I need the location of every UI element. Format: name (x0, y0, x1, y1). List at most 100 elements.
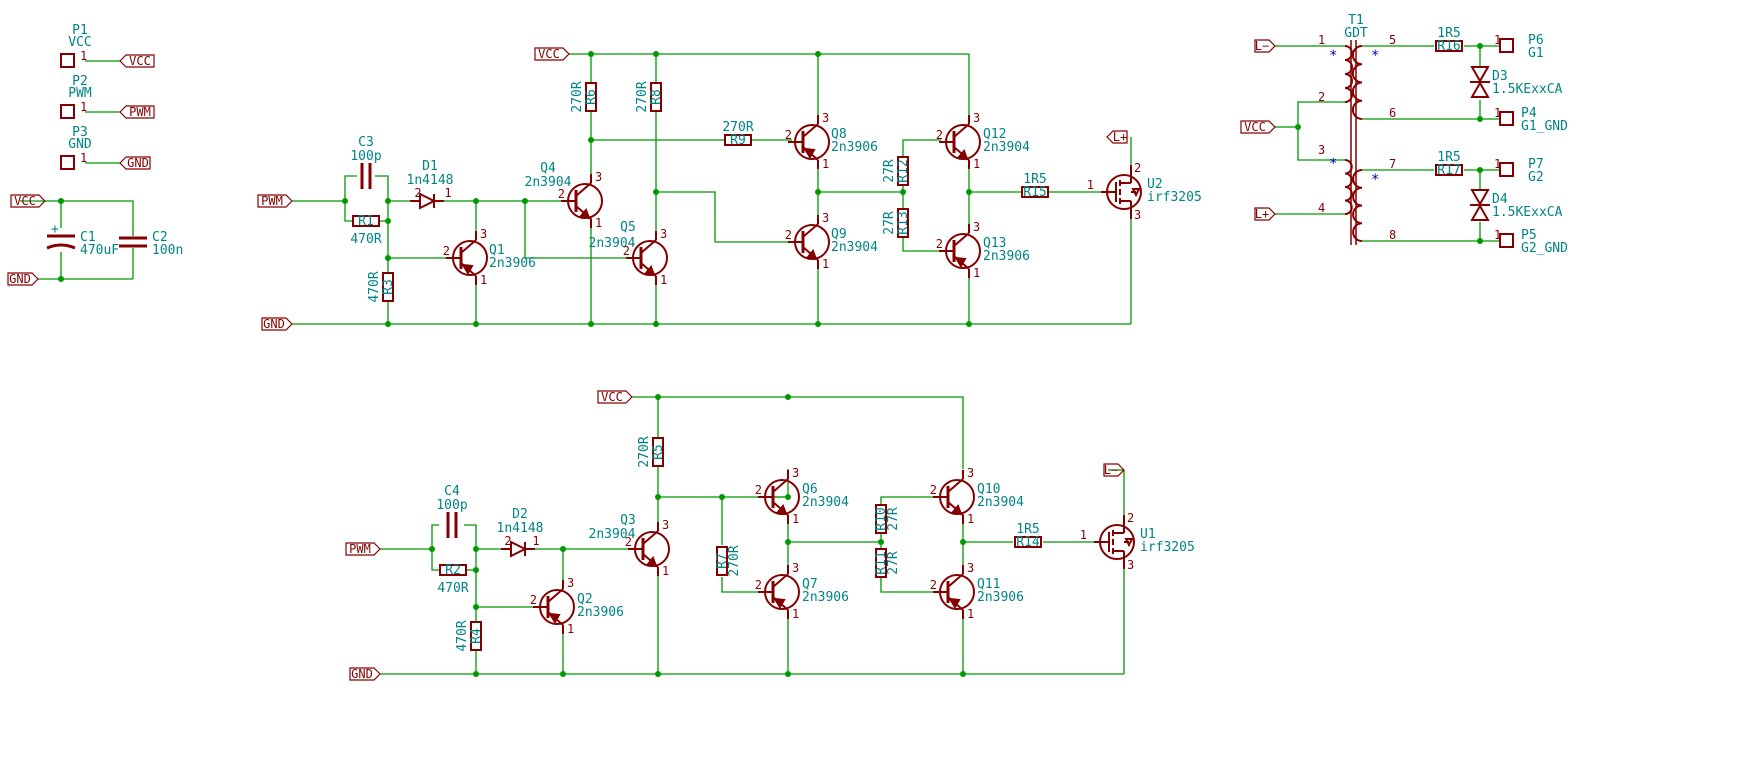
text-pin_numbers-one: 1 (660, 273, 667, 287)
text-transformer-value: GDT (1344, 26, 1368, 41)
text-pin_numbers-one: 1 (444, 186, 451, 200)
text-connectors-p1-ref: P1 (72, 23, 88, 38)
text-pin_numbers-one: 1 (532, 534, 539, 548)
text-resistors-r11-value: 27R (886, 551, 901, 575)
tvs-body (1470, 189, 1490, 207)
resistor-body (1021, 186, 1049, 198)
text-mosfets-u1-ref: U1 (1140, 527, 1156, 542)
wire (656, 191, 792, 243)
net-label-text-vcc: VCC (1244, 120, 1266, 134)
junction-dot (560, 671, 566, 677)
text-transistors-q7-ref: Q7 (802, 577, 818, 592)
text-mosfets-u1-value: irf3205 (1140, 540, 1195, 555)
text-pin_numbers-three: 3 (660, 227, 667, 241)
junction-dot (960, 671, 966, 677)
text-pin_numbers-one: 1 (80, 100, 87, 114)
transistor-arrow (644, 265, 656, 277)
transistor-lead (953, 232, 970, 247)
junction-dot (966, 189, 972, 195)
text-pin_numbers-one: 1 (792, 607, 799, 621)
net-label-text-gnd: GND (127, 156, 149, 170)
polarity-plus: + (51, 222, 59, 237)
text-transformer-pins-6: 7 (1389, 157, 1396, 171)
text-caps-c3-value: 100p (350, 149, 381, 164)
connector-pin-box (1499, 111, 1514, 126)
net-label-text-pwm: PWM (129, 105, 151, 119)
text-pin_numbers-three: 3 (792, 561, 799, 575)
transistor-arrow (646, 556, 658, 568)
text-resistors-r15-value: 1R5 (1023, 172, 1046, 187)
text-connectors-p1-value: VCC (68, 35, 91, 50)
resistor-body (470, 621, 482, 651)
text-resistors-r4-value: 470R (455, 620, 470, 651)
text-pin_numbers-one: 1 (1494, 157, 1501, 171)
text-pin_numbers-three: 3 (973, 220, 980, 234)
wire (902, 139, 941, 157)
net-label-vcc (119, 54, 155, 68)
text-transistors-q9-value: 2n3904 (831, 240, 878, 255)
text-diodes-d3-ref: D3 (1492, 69, 1508, 84)
text-connectors-p2-value: PWM (68, 86, 92, 101)
text-diodes-d2-value: 1n4148 (497, 521, 544, 536)
text-caps-c2-value: 100n (152, 243, 183, 258)
text-transformer-pins-4: 5 (1389, 33, 1396, 47)
junction-dot (966, 321, 972, 327)
connector-pin-box (60, 104, 75, 119)
mosfet-diode (1124, 538, 1134, 548)
junction-dot (655, 394, 661, 400)
text-pin_numbers-one: 1 (1494, 33, 1501, 47)
text-resistors-r9-ref: R9 (730, 133, 746, 148)
text-resistors-r16-value: 1R5 (1437, 26, 1460, 41)
transistor-lead (772, 573, 789, 588)
junction-dot (473, 546, 479, 552)
capacitor-plate (46, 243, 76, 250)
transistor-arrow (773, 597, 786, 609)
text-caps-c1-value: 470uF (80, 243, 119, 258)
text-pin_numbers-one: 1 (1087, 178, 1094, 192)
net-label-text-lm: L− (1255, 39, 1269, 53)
text-connectors-p3-ref: P3 (72, 125, 88, 140)
junction-dot (785, 494, 791, 500)
text-resistors-r9-value: 270R (722, 120, 753, 135)
text-transformer-pins-3: 4 (1318, 201, 1325, 215)
junction-dot (588, 137, 594, 143)
polarity-dot: * (1329, 156, 1337, 172)
text-pin_numbers-two: 2 (530, 593, 537, 607)
text-pin_numbers-three: 3 (662, 518, 669, 532)
junction-dot (385, 321, 391, 327)
text-transistors-q3-ref: Q3 (620, 513, 636, 528)
text-resistors-r1-value: 470R (350, 232, 381, 247)
net-label-pwm (257, 194, 293, 208)
net-label-text-pwm: PWM (261, 194, 283, 208)
text-pin_numbers-one: 1 (1494, 106, 1501, 120)
junction-dot (1477, 167, 1483, 173)
text-pin_numbers-two: 2 (936, 237, 943, 251)
text-connectors-p4-value: G1_GND (1521, 119, 1568, 134)
text-pin_numbers-two: 2 (755, 483, 762, 497)
text-pin_numbers-two: 2 (936, 128, 943, 142)
text-connectors-p7-ref: P7 (1528, 157, 1544, 172)
text-pin_numbers-one: 1 (662, 564, 669, 578)
text-diodes-d4-value: 1.5KExxCA (1492, 205, 1563, 220)
text-transistors-q12-ref: Q12 (983, 127, 1006, 142)
resistor-body (724, 134, 752, 146)
net-label-text-gnd: GND (351, 667, 373, 681)
resistor-body (652, 437, 664, 467)
text-resistors-r12-value: 27R (882, 159, 897, 183)
text-resistors-r10-ref: R10 (874, 507, 889, 530)
text-transistors-q7-value: 2n3906 (802, 590, 849, 605)
text-pin_numbers-one: 1 (480, 273, 487, 287)
polarity-dot: * (1329, 48, 1337, 64)
text-transistors-q4-value: 2n3904 (525, 175, 572, 190)
text-transistors-q10-ref: Q10 (977, 482, 1000, 497)
net-label-vcc (597, 390, 633, 404)
junction-dot (473, 198, 479, 204)
transformer-winding (1352, 169, 1363, 242)
text-connectors-p3-value: GND (68, 137, 92, 152)
net-label-gnd (349, 667, 381, 681)
text-resistors-r16-ref: R16 (1437, 39, 1460, 54)
symbols (7, 38, 1514, 681)
text-connectors-p6-ref: P6 (1528, 33, 1544, 48)
text-diodes-d1-ref: D1 (422, 159, 438, 174)
transistor-lead (947, 478, 964, 493)
